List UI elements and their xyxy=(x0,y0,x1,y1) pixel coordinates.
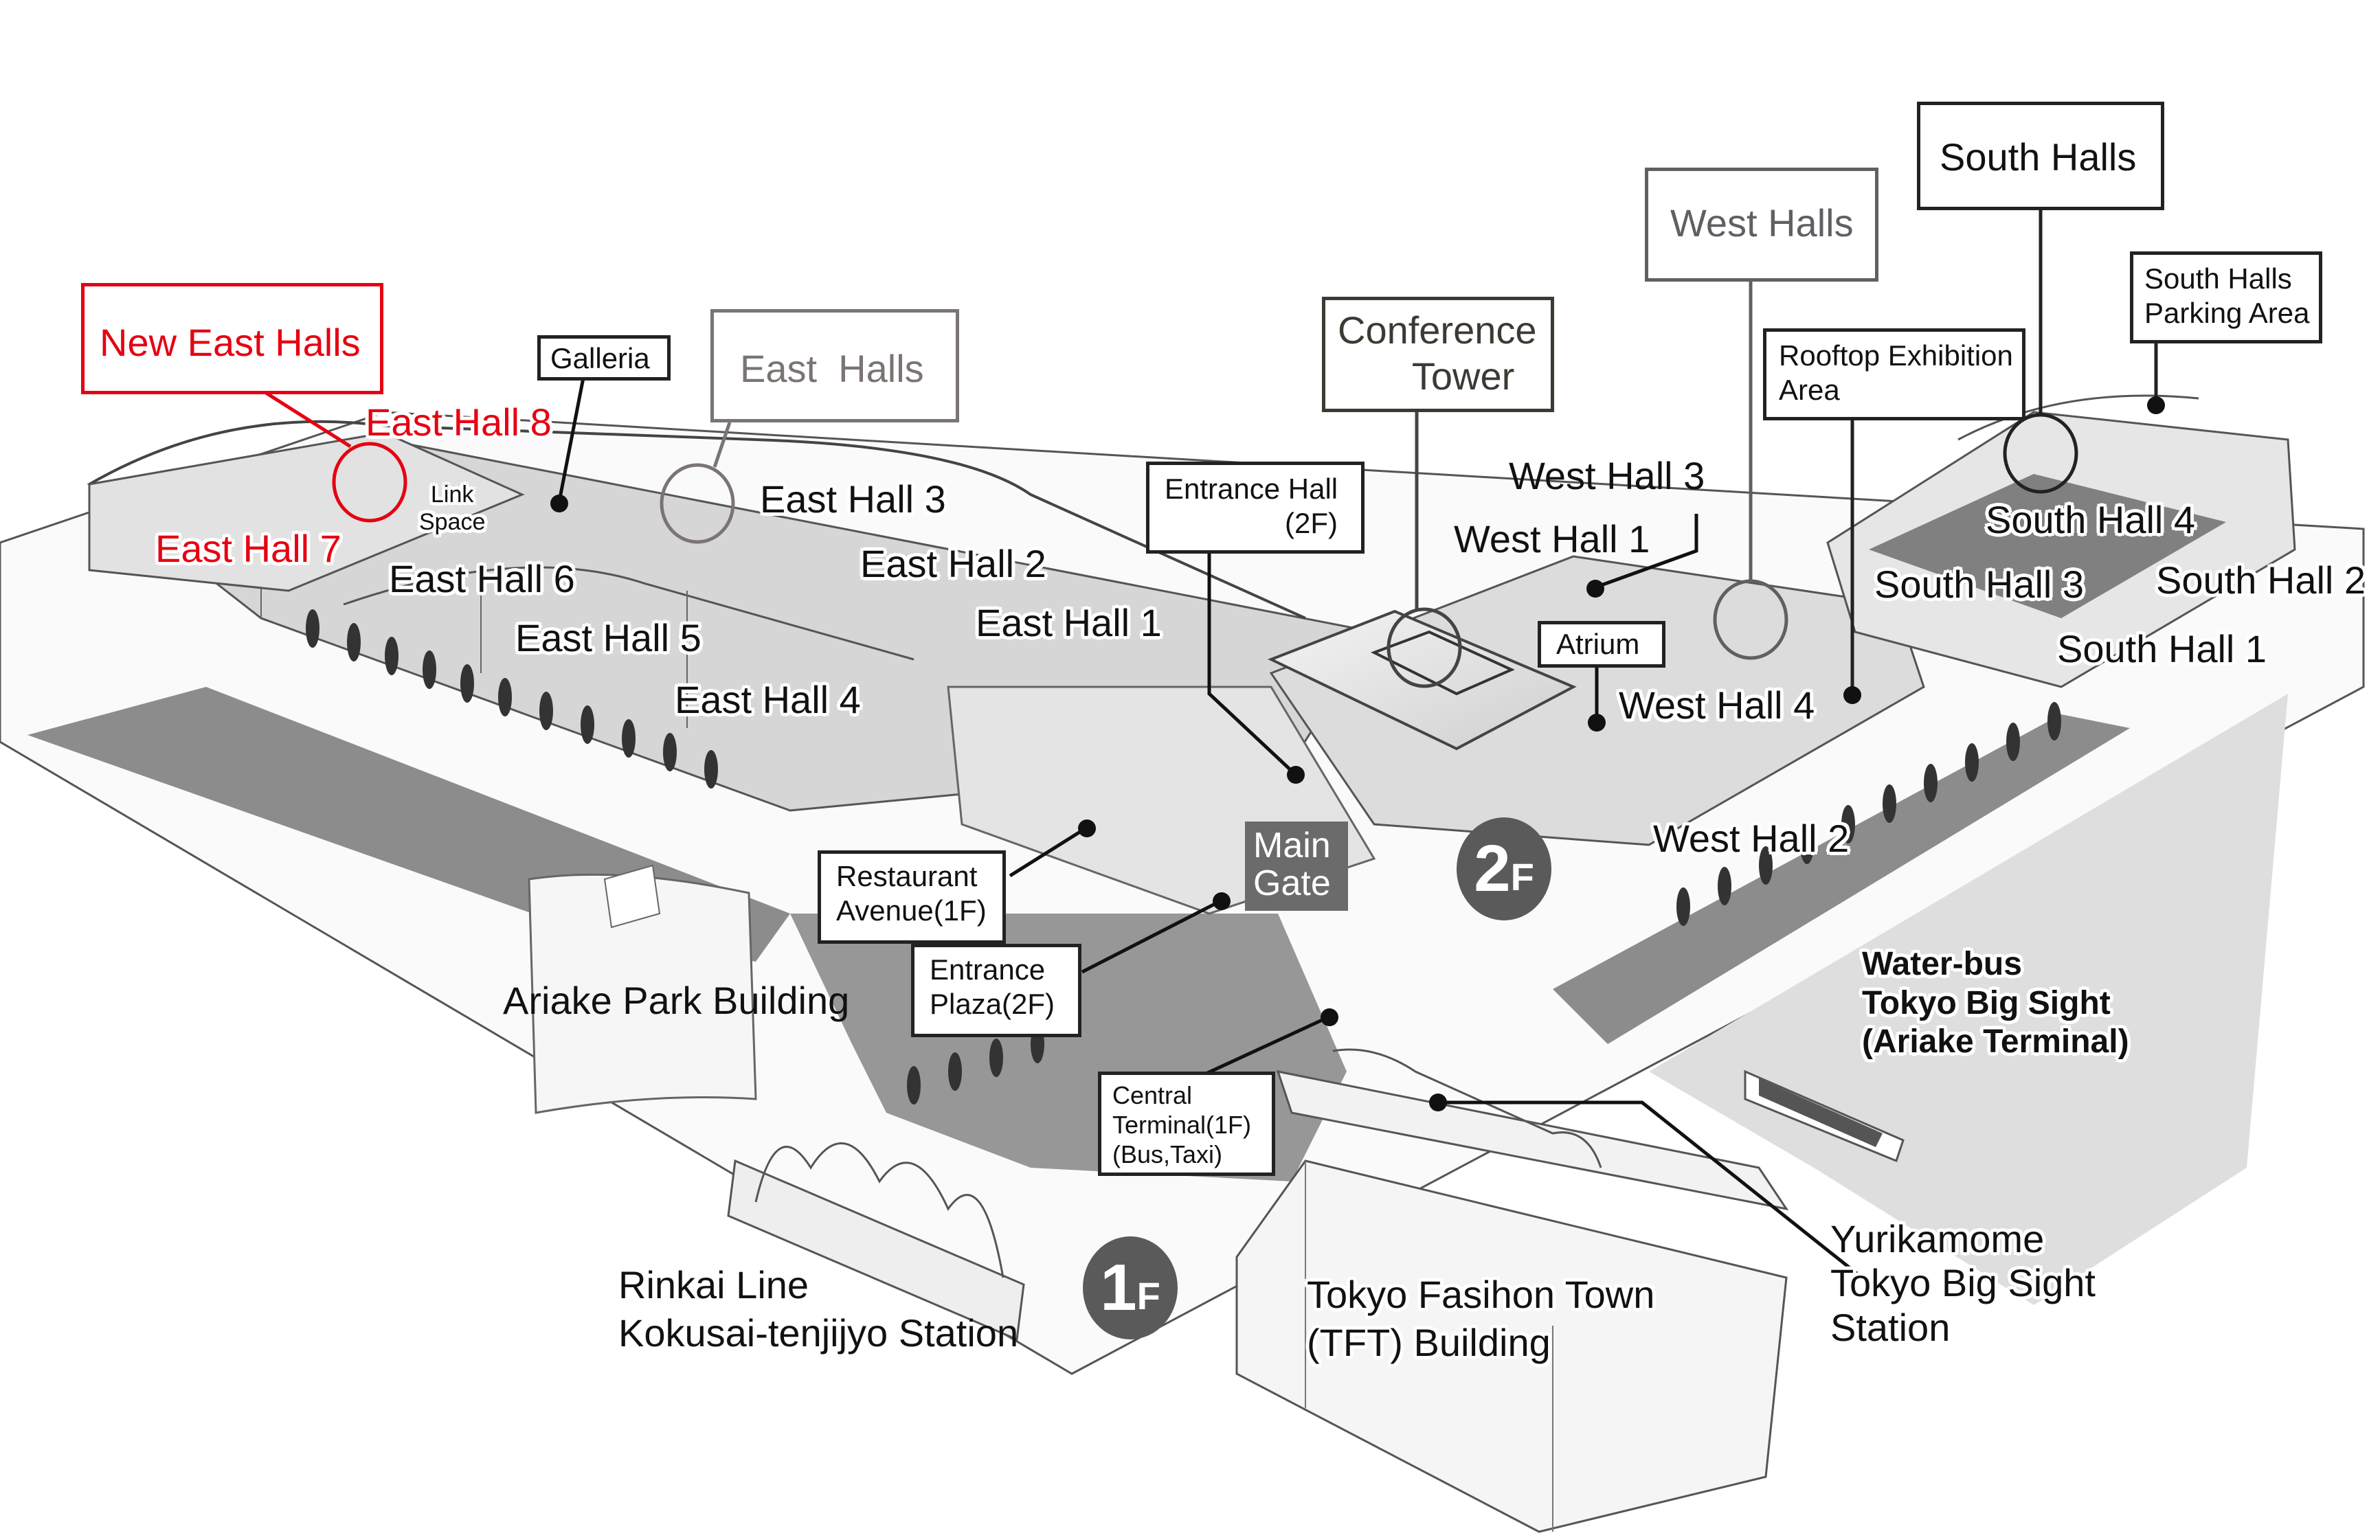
west-hall-3-label[interactable]: West Hall 3 xyxy=(1509,454,1705,497)
leader-dots xyxy=(550,396,2165,1111)
galleria-box[interactable]: Galleria xyxy=(537,335,671,381)
tft-building-shape xyxy=(1235,1159,1788,1533)
central-terminal-label: Central Terminal(1F) (Bus,Taxi) xyxy=(1112,1081,1252,1169)
restaurant-avenue-box[interactable]: Restaurant Avenue(1F) xyxy=(818,850,1006,944)
entrance-hall-box[interactable]: Entrance Hall (2F) xyxy=(1146,462,1365,554)
south-halls-box[interactable]: South Halls xyxy=(1917,102,2164,210)
south-hall-1-label[interactable]: South Hall 1 xyxy=(2057,627,2267,670)
rooftop-exhibition-box[interactable]: Rooftop Exhibition Area xyxy=(1763,328,2025,420)
conference-tower-box[interactable]: Conference Tower xyxy=(1322,297,1554,412)
yurikamome-station-label[interactable]: Yurikamome Tokyo Big Sight Station xyxy=(1830,1217,2096,1349)
floor-1f-number: 1 xyxy=(1100,1251,1137,1324)
east-halls-box[interactable]: East Halls xyxy=(710,309,959,422)
ariake-park-building-label[interactable]: Ariake Park Building xyxy=(503,979,850,1022)
east-hall-6-label[interactable]: East Hall 6 xyxy=(389,557,575,600)
west-halls-label: West Halls xyxy=(1670,201,1854,245)
floor-2f-number: 2 xyxy=(1474,832,1511,905)
entrance-plaza-box[interactable]: Entrance Plaza(2F) xyxy=(911,944,1081,1037)
east-hall-8-label[interactable]: East Hall 8 xyxy=(366,400,552,444)
atrium-box[interactable]: Atrium xyxy=(1538,621,1665,668)
conference-tower-building xyxy=(1267,609,1577,751)
main-gate-label: Main Gate xyxy=(1253,826,1331,903)
floor-2f-suffix: F xyxy=(1510,854,1534,898)
restaurant-avenue-label: Restaurant Avenue(1F) xyxy=(836,860,987,927)
new-east-halls-label: New East Halls xyxy=(100,321,361,364)
west-halls-box[interactable]: West Halls xyxy=(1645,168,1878,282)
leader-lines xyxy=(262,210,2158,1279)
west-hall-4-label[interactable]: West Hall 4 xyxy=(1619,683,1815,727)
east-hall-7-label[interactable]: East Hall 7 xyxy=(155,527,341,570)
waterfront-sea xyxy=(1649,694,2288,1305)
east-hall-2-label[interactable]: East Hall 2 xyxy=(860,542,1046,585)
link-space-label[interactable]: Link Space xyxy=(419,482,486,536)
east-halls-label: East Halls xyxy=(740,347,924,390)
rooftop-exhibition-label: Rooftop Exhibition Area xyxy=(1779,339,2013,407)
entrance-hall-label: Entrance Hall (2F) xyxy=(1165,473,1338,540)
central-terminal-box[interactable]: Central Terminal(1F) (Bus,Taxi) xyxy=(1098,1072,1275,1176)
road-west xyxy=(1553,714,2130,1044)
east-hall-1-label[interactable]: East Hall 1 xyxy=(976,601,1162,644)
south-halls-parking-box[interactable]: South Halls Parking Area xyxy=(2130,251,2322,343)
east-hall-5-label[interactable]: East Hall 5 xyxy=(515,616,701,659)
south-hall-4-label[interactable]: South Hall 4 xyxy=(1986,498,2196,541)
rinkai-station-shape xyxy=(727,1142,1025,1341)
yurikamome-track xyxy=(1276,1048,1789,1211)
floor-1f-suffix: F xyxy=(1136,1273,1160,1317)
ariake-park-building-shape xyxy=(528,864,757,1114)
west-hall-1-label[interactable]: West Hall 1 xyxy=(1454,517,1650,560)
east-hall-4-label[interactable]: East Hall 4 xyxy=(675,678,861,721)
conference-tower-label: Conference Tower xyxy=(1338,308,1537,398)
conference-tower-marker-circle xyxy=(1387,607,1462,688)
tft-building-label[interactable]: Tokyo Fasihon Town (TFT) Building xyxy=(1307,1273,1655,1364)
south-hall-3-label[interactable]: South Hall 3 xyxy=(1874,563,2085,606)
trees xyxy=(306,609,2061,1105)
main-gate-sign[interactable]: Main Gate xyxy=(1245,822,1348,911)
west-hall-2-label[interactable]: West Hall 2 xyxy=(1653,817,1850,860)
galleria-label: Galleria xyxy=(550,342,650,374)
new-east-halls-marker-circle xyxy=(332,442,407,523)
new-east-halls-box[interactable]: New East Halls xyxy=(81,283,383,394)
atrium-label: Atrium xyxy=(1556,628,1640,660)
entrance-plaza-label: Entrance Plaza(2F) xyxy=(930,953,1055,1021)
south-halls-building xyxy=(1826,394,2296,688)
rinkai-line-station-label[interactable]: Rinkai Line Kokusai-tenjijyo Station xyxy=(618,1263,1019,1355)
south-halls-parking-label: South Halls Parking Area xyxy=(2144,262,2310,330)
east-hall-3-label[interactable]: East Hall 3 xyxy=(760,477,946,521)
south-hall-2-label[interactable]: South Hall 2 xyxy=(2156,558,2366,602)
new-east-halls-building xyxy=(88,431,525,592)
east-halls-marker-circle xyxy=(660,463,735,544)
water-bus-terminal-label[interactable]: Water-bus Tokyo Big Sight (Ariake Termin… xyxy=(1862,946,2129,1061)
south-halls-label: South Halls xyxy=(1940,135,2137,179)
water-bus-boat xyxy=(1744,1069,1905,1162)
